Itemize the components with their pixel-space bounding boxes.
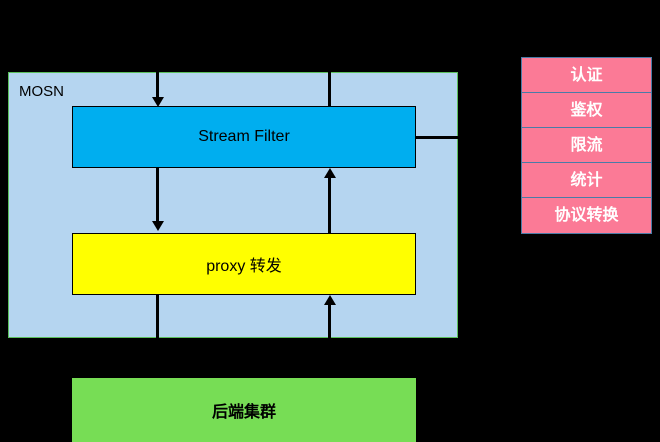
feature-item-authorization[interactable]: 鉴权 xyxy=(522,93,651,128)
node-stream-filter[interactable]: Stream Filter xyxy=(72,106,416,168)
feature-item-metrics-label: 统计 xyxy=(570,172,603,189)
connector-proxy-to-filter-arrowhead xyxy=(323,168,336,178)
feature-stack: 认证 鉴权 限流 统计 协议转换 xyxy=(521,57,652,234)
connector-outbound-response-line xyxy=(328,66,331,108)
feature-item-authorization-label: 鉴权 xyxy=(570,102,603,119)
feature-item-metrics[interactable]: 统计 xyxy=(522,163,651,198)
node-backend-cluster[interactable]: 后端集群 xyxy=(72,378,416,442)
connector-backend-to-proxy-line xyxy=(328,305,331,338)
node-stream-filter-label: Stream Filter xyxy=(198,128,290,145)
connector-filter-to-features-line xyxy=(415,136,459,139)
connector-backend-to-proxy-arrowhead xyxy=(323,295,336,305)
feature-item-auth[interactable]: 认证 xyxy=(522,58,651,93)
feature-item-protocol-conversion-label: 协议转换 xyxy=(554,207,619,224)
connector-filter-to-proxy-line xyxy=(156,168,159,223)
connector-inbound-request-line xyxy=(156,55,159,101)
node-proxy[interactable]: proxy 转发 xyxy=(72,233,416,295)
node-backend-cluster-label: 后端集群 xyxy=(211,404,276,421)
mosn-label: MOSN xyxy=(19,83,64,100)
connector-proxy-to-filter-line xyxy=(328,178,331,233)
connector-proxy-to-backend-line xyxy=(156,295,159,338)
node-proxy-label: proxy 转发 xyxy=(206,258,282,275)
connector-inbound-request-arrowhead xyxy=(151,97,164,107)
feature-item-rate-limit[interactable]: 限流 xyxy=(522,128,651,163)
feature-item-auth-label: 认证 xyxy=(570,67,603,84)
connector-filter-to-proxy-arrowhead xyxy=(151,221,164,231)
feature-item-rate-limit-label: 限流 xyxy=(570,137,603,154)
feature-item-protocol-conversion[interactable]: 协议转换 xyxy=(522,198,651,233)
